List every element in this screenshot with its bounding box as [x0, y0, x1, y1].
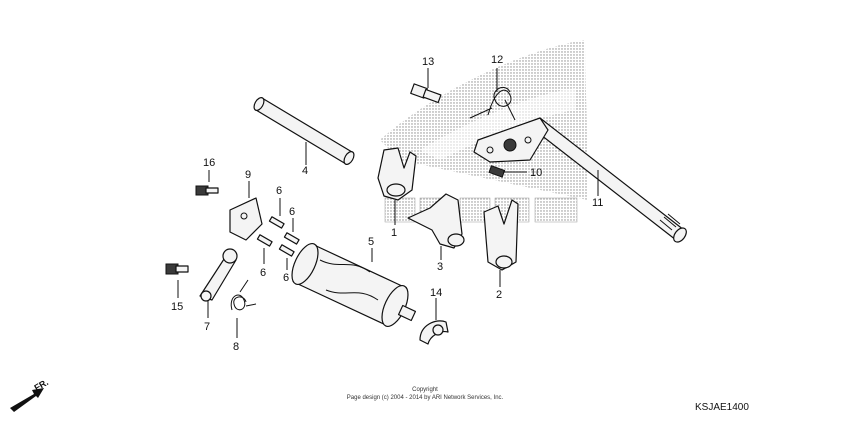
- callout-3[interactable]: 3: [437, 261, 443, 273]
- shift-arm-assembly: [473, 117, 549, 163]
- plate-8: [229, 197, 263, 241]
- shift-fork-2: [483, 199, 519, 271]
- callout-6b[interactable]: 6: [289, 206, 295, 218]
- spring-12: [469, 87, 516, 121]
- callout-8[interactable]: 9: [245, 169, 251, 181]
- shift-drum-5: [291, 243, 417, 327]
- bolt-16: [195, 185, 219, 196]
- clip-14: [419, 320, 449, 345]
- callout-10[interactable]: 11: [592, 197, 603, 209]
- callout-6c[interactable]: 6: [260, 267, 266, 279]
- spring-11: [488, 165, 506, 178]
- shift-fork-3: [407, 193, 465, 249]
- bolt-15: [165, 263, 189, 275]
- shift-fork-1: [377, 147, 417, 201]
- callout-9[interactable]: 8: [233, 341, 239, 353]
- callouts: 13 12 4 11 10 16 9 6 6 5 1 3 2 6 6 15 7 …: [171, 54, 603, 353]
- callout-6a[interactable]: 6: [276, 185, 282, 197]
- front-direction-arrow: [10, 388, 44, 412]
- copyright-line-2: Page design (c) 2004 - 2014 by ARI Netwo…: [346, 395, 504, 401]
- callout-2[interactable]: 2: [496, 289, 502, 301]
- stopper-arm-7: [199, 248, 238, 302]
- callout-16[interactable]: 16: [203, 157, 215, 169]
- callout-12[interactable]: 12: [491, 54, 503, 66]
- callout-13[interactable]: 13: [422, 56, 434, 68]
- callout-14[interactable]: 14: [430, 287, 442, 299]
- callout-11[interactable]: 10: [530, 167, 542, 179]
- shift-shaft-10: [531, 117, 687, 243]
- pins-6: [256, 216, 300, 257]
- callout-5[interactable]: 5: [368, 236, 374, 248]
- copyright-line-1: Copyright: [412, 387, 438, 393]
- shaft-4: [253, 97, 355, 165]
- spring-9: [230, 279, 257, 311]
- diagram-code: KSJAE1400: [695, 402, 749, 413]
- callout-6d[interactable]: 6: [283, 272, 289, 284]
- callout-15[interactable]: 15: [171, 301, 183, 313]
- bolt-13: [410, 83, 442, 104]
- callout-4[interactable]: 4: [302, 165, 308, 177]
- callout-1[interactable]: 1: [391, 227, 397, 239]
- callout-7[interactable]: 7: [204, 321, 210, 333]
- leader-lines: [177, 68, 599, 338]
